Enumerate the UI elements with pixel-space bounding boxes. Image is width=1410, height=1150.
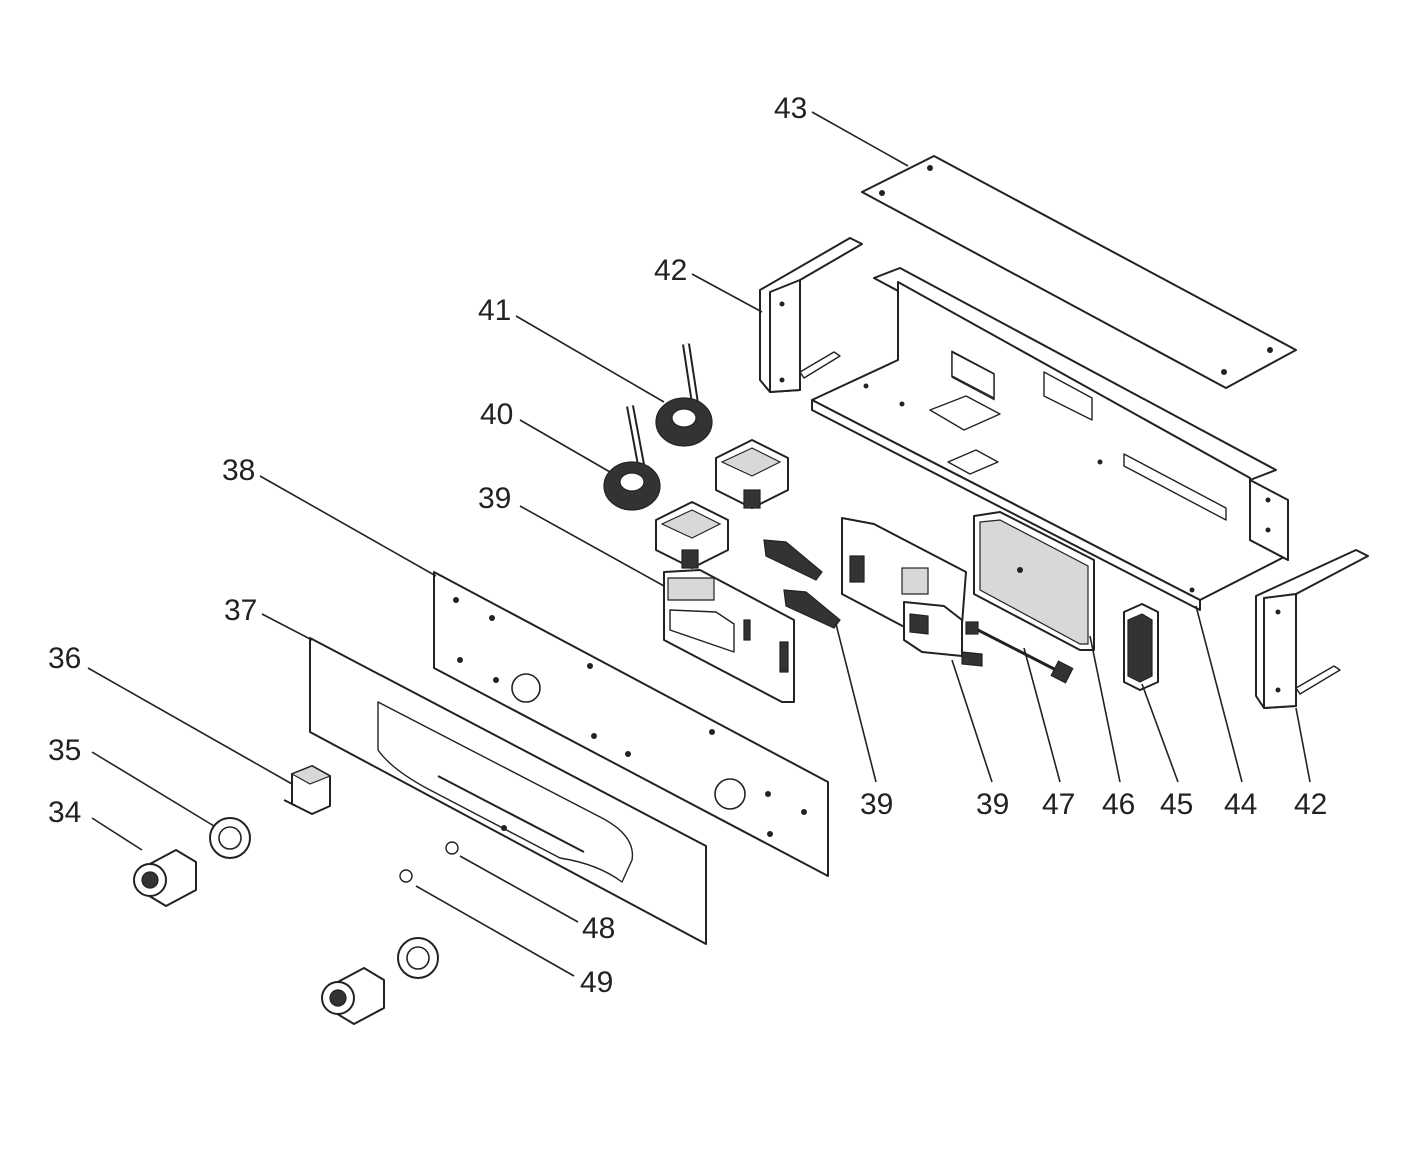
callout-labels: 43 42 41 40 38 39 37 36 35 34 39 39 47 4… — [48, 92, 1327, 999]
callout-39-center: 39 — [860, 788, 893, 821]
callout-46: 46 — [1102, 788, 1135, 821]
part-41-coil — [655, 343, 713, 447]
part-44-chassis-tray — [811, 267, 1289, 611]
part-42-bracket-left — [759, 237, 863, 393]
ribbon-cable-upper — [763, 539, 823, 581]
part-36-switch — [283, 765, 332, 815]
callout-40: 40 — [480, 398, 513, 431]
part-47-cable — [965, 621, 1074, 684]
callout-49: 49 — [580, 966, 613, 999]
callout-39-right: 39 — [976, 788, 1009, 821]
part-34-knob — [133, 849, 197, 907]
knob-lower — [321, 967, 385, 1025]
part-35-ring — [209, 817, 251, 859]
callout-47: 47 — [1042, 788, 1075, 821]
relay-block-lower — [655, 501, 729, 569]
part-49-led — [399, 869, 413, 883]
part-37-front-panel — [309, 637, 707, 945]
callout-42-lower: 42 — [1294, 788, 1327, 821]
callout-45: 45 — [1160, 788, 1193, 821]
callout-39-left: 39 — [478, 482, 511, 515]
part-43-top-cover — [861, 155, 1297, 389]
part-40-coil — [603, 405, 661, 511]
callout-38: 38 — [222, 454, 255, 487]
callout-41: 41 — [478, 294, 511, 327]
callout-37: 37 — [224, 594, 257, 627]
callout-42-upper: 42 — [654, 254, 687, 287]
callout-44: 44 — [1224, 788, 1257, 821]
ring-lower — [397, 937, 439, 979]
part-45-terminal-block — [1123, 603, 1159, 691]
callout-48: 48 — [582, 912, 615, 945]
callout-34: 34 — [48, 796, 81, 829]
part-46-board-right — [973, 511, 1095, 651]
part-39-board-left — [663, 569, 795, 703]
callout-36: 36 — [48, 642, 81, 675]
ribbon-cable-lower — [783, 589, 841, 629]
part-38-backplate — [433, 571, 829, 877]
part-48-led — [445, 841, 459, 855]
part-42-bracket-right — [1255, 549, 1369, 709]
callout-43: 43 — [774, 92, 807, 125]
callout-35: 35 — [48, 734, 81, 767]
leader-lines — [87, 111, 1311, 977]
relay-block-upper — [715, 439, 789, 509]
part-39-board-center — [841, 517, 983, 667]
